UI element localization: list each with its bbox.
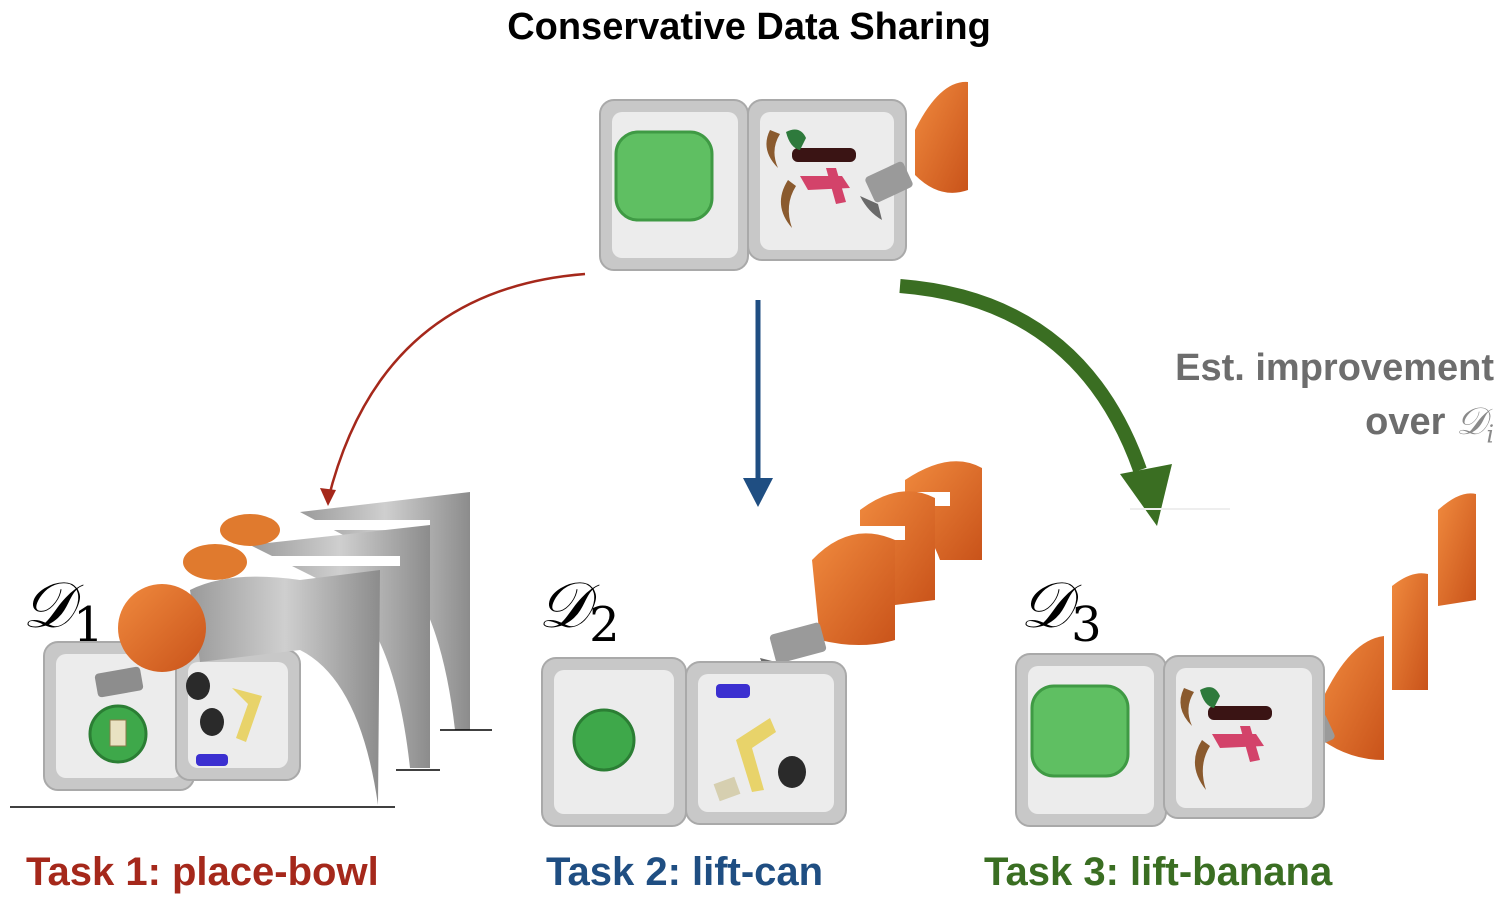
bottle-object [792,148,856,162]
banana-object [736,718,776,792]
green-plate [1030,684,1130,778]
annotation-line1: Est. improvement [1175,347,1494,389]
dataset3-scene [1015,493,1476,827]
task2-label: Task 2: lift-can [546,850,824,894]
annotation-line2: over 𝒟i [1365,399,1494,449]
banana-object [1180,688,1194,726]
green-plate [614,130,714,222]
arrow-task1 [320,272,586,506]
shared-scene [599,81,968,271]
dataset2-label: 𝒟2 [538,569,620,653]
can-object [778,756,806,788]
banana-object [766,130,780,168]
robot-arm [1322,636,1384,760]
dataset3-label: 𝒟3 [1020,569,1102,653]
green-bowl [572,708,636,772]
arrow-task2 [743,300,773,507]
dataset1-scene [0,492,492,808]
robot-arm [915,81,968,193]
dataset1-label: 𝒟1 [22,569,104,653]
diagram-title: Conservative Data Sharing [507,6,991,48]
task1-label: Task 1: place-bowl [26,850,379,894]
robot-arm [812,533,895,645]
arrow-task3 [899,279,1172,526]
improvement-annotation: Est. improvement over 𝒟i [1100,342,1494,452]
dataset2-scene [541,461,982,827]
task3-label: Task 3: lift-banana [984,850,1333,894]
